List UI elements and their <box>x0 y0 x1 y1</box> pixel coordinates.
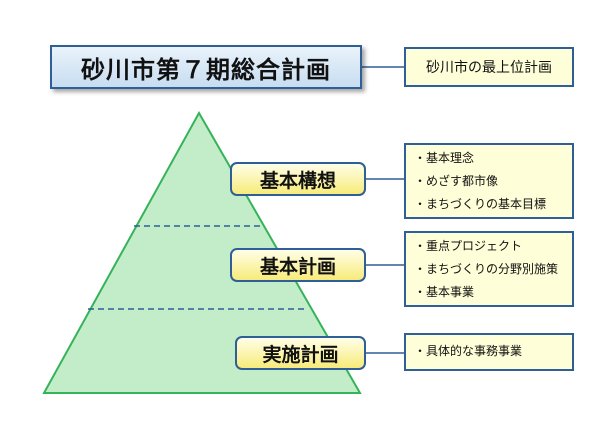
detail-item: ・具体的な事務事業 <box>414 344 523 358</box>
detail-item: ・基本事業 <box>414 285 475 299</box>
level-label-kihon-koso: 基本構想 <box>230 162 366 196</box>
detail-item: ・めざす都市像 <box>414 174 499 188</box>
level-label-kihon-keikaku: 基本計画 <box>230 248 366 282</box>
detail-item: ・まちづくりの分野別施策 <box>414 262 559 276</box>
detail-box-kihon-keikaku: ・重点プロジェクト ・まちづくりの分野別施策 ・基本事業 <box>404 231 574 307</box>
detail-box-kihon-koso: ・基本理念 ・めざす都市像 ・まちづくりの基本目標 <box>404 143 574 219</box>
detail-item: ・重点プロジェクト <box>414 239 523 253</box>
level-label-jisshi-keikaku: 実施計画 <box>235 336 366 370</box>
plan-position-note: 砂川市の最上位計画 <box>404 47 574 87</box>
detail-item: ・基本理念 <box>414 151 475 165</box>
detail-box-jisshi-keikaku: ・具体的な事務事業 <box>404 333 574 371</box>
plan-title: 砂川市第７期総合計画 <box>50 45 362 89</box>
detail-item: ・まちづくりの基本目標 <box>414 197 547 211</box>
